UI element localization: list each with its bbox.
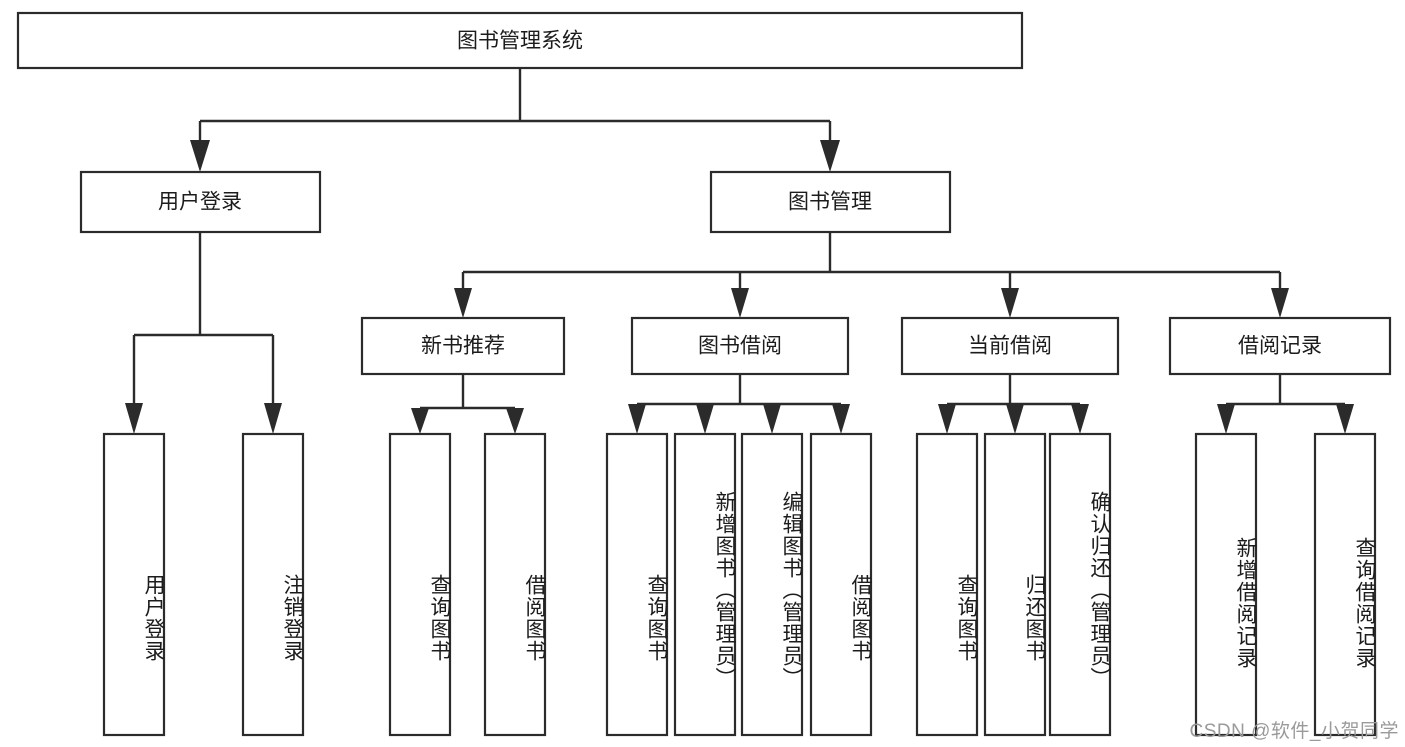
node-book-borrow[interactable]: [630, 316, 850, 376]
node-new-book-recommend[interactable]: [360, 316, 566, 376]
arrow-leaf-borrow-book-1: [506, 408, 524, 434]
arrow-leaf-logout-login: [264, 403, 282, 434]
arrow-leaf-edit-book: [763, 404, 781, 434]
node-user-login[interactable]: [79, 170, 322, 234]
arrow-book-manage: [820, 140, 840, 172]
arrow-new-book-recommend: [454, 288, 472, 318]
node-borrow-record[interactable]: [1168, 316, 1392, 376]
arrow-user-login: [190, 140, 210, 172]
node-leaf-query-book-3[interactable]: [915, 432, 979, 737]
arrow-leaf-query-record: [1336, 404, 1354, 434]
node-leaf-query-book-1[interactable]: [388, 432, 452, 737]
arrow-leaf-confirm-return: [1071, 404, 1089, 434]
node-leaf-query-record[interactable]: [1313, 432, 1377, 737]
label-book-manage: 图书管理: [788, 191, 872, 214]
node-root[interactable]: [16, 11, 1024, 70]
arrow-leaf-add-record: [1217, 404, 1235, 434]
label-new-book-recommend: 新书推荐: [421, 335, 505, 358]
arrow-leaf-borrow-book-2: [832, 404, 850, 434]
node-leaf-confirm-return[interactable]: [1048, 432, 1112, 737]
node-leaf-return-book[interactable]: [983, 432, 1047, 737]
arrow-leaf-return-book: [1006, 404, 1024, 434]
arrow-borrow-record: [1271, 288, 1289, 318]
node-book-manage[interactable]: [709, 170, 952, 234]
node-current-borrow[interactable]: [900, 316, 1120, 376]
node-leaf-borrow-book-1[interactable]: [483, 432, 547, 737]
node-leaf-query-book-2[interactable]: [605, 432, 669, 737]
arrow-leaf-add-book: [696, 404, 714, 434]
node-leaf-logout-login[interactable]: [241, 432, 305, 737]
node-leaf-borrow-book-2[interactable]: [809, 432, 873, 737]
label-borrow-record: 借阅记录: [1238, 335, 1322, 358]
node-leaf-add-book[interactable]: [673, 432, 737, 737]
watermark: CSDN @软件_小贺同学: [1189, 721, 1399, 742]
label-user-login: 用户登录: [158, 191, 242, 214]
arrow-book-borrow: [731, 288, 749, 318]
arrow-current-borrow: [1001, 288, 1019, 318]
arrow-leaf-query-book-2: [628, 404, 646, 434]
label-book-borrow: 图书借阅: [698, 335, 782, 358]
arrow-leaf-query-book-1: [411, 408, 429, 434]
node-leaf-add-record[interactable]: [1194, 432, 1258, 737]
node-layer: [16, 11, 1392, 737]
node-leaf-user-login[interactable]: [102, 432, 166, 737]
arrow-leaf-query-book-3: [938, 404, 956, 434]
label-root: 图书管理系统: [457, 30, 583, 53]
horizontal-label-layer: 图书管理系统 用户登录 图书管理 新书推荐 图书借阅 当前借阅 借阅记录: [158, 30, 1322, 358]
label-current-borrow: 当前借阅: [968, 335, 1052, 358]
node-leaf-edit-book[interactable]: [740, 432, 804, 737]
arrow-leaf-user-login: [125, 403, 143, 434]
connector-layer: [125, 68, 1354, 434]
